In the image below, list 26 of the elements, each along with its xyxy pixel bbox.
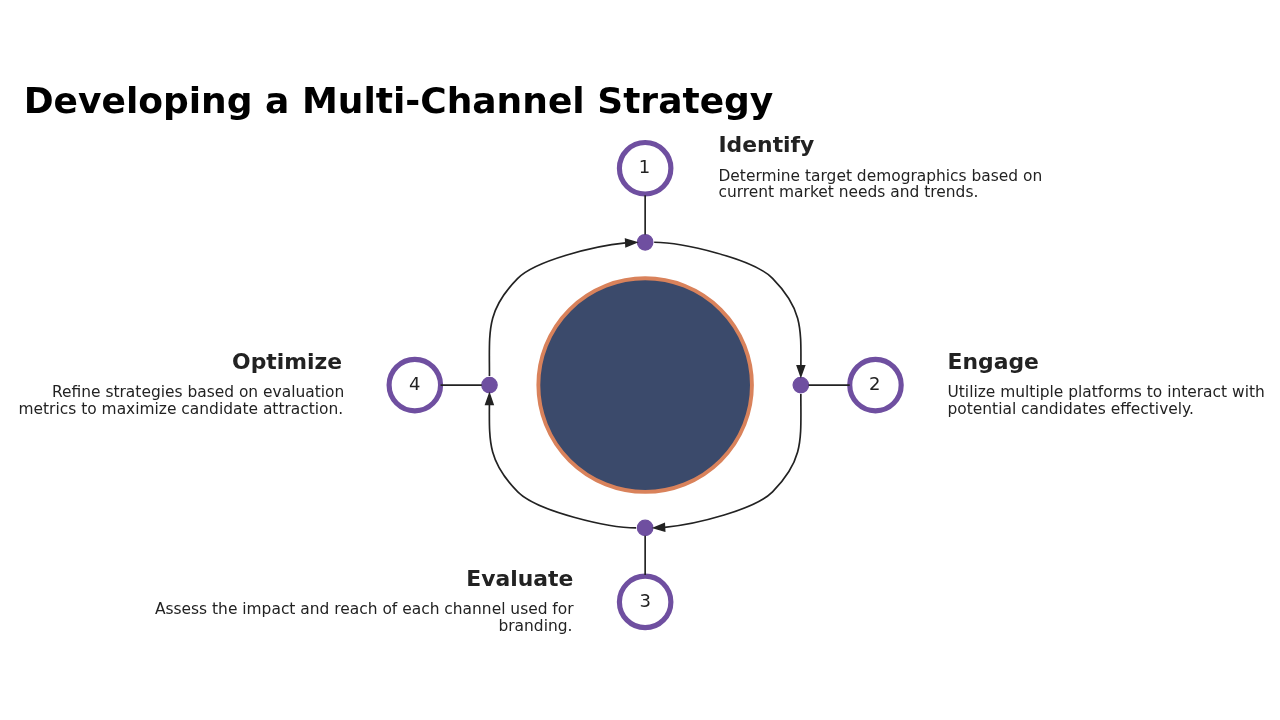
connector <box>439 384 483 386</box>
node-label: Assess the impact and reach of each channel used for branding. <box>154 600 574 635</box>
arrow <box>651 393 802 533</box>
node-circle <box>536 276 754 494</box>
node-circle <box>636 233 654 251</box>
node-circle: 2 <box>847 356 904 414</box>
node-label: Evaluate <box>466 565 574 591</box>
node-label: Engage <box>947 349 1039 375</box>
node-circle: 4 <box>386 356 444 414</box>
node-circle <box>636 519 654 537</box>
connector <box>807 384 851 386</box>
node-label: Utilize multiple platforms to interact with potential candidates effectively. <box>947 383 1265 419</box>
arrow <box>484 391 637 529</box>
connector <box>644 534 646 576</box>
node-label: Determine target demographics based on current market needs and trends. <box>718 166 1043 202</box>
node-circle <box>792 376 810 394</box>
node-label: Refine strategies based on evaluation metrics to maximize candidate attraction. <box>18 383 345 419</box>
node-circle: 3 <box>616 573 674 631</box>
node-circle <box>481 376 498 394</box>
arrow <box>653 241 806 379</box>
node-circle: 1 <box>616 139 674 197</box>
node-label: Optimize <box>232 349 343 375</box>
connector <box>644 194 646 236</box>
arrow <box>488 238 639 377</box>
diagram-title: Developing a Multi-Channel Strategy <box>23 79 774 121</box>
node-label: Identify <box>718 132 815 158</box>
